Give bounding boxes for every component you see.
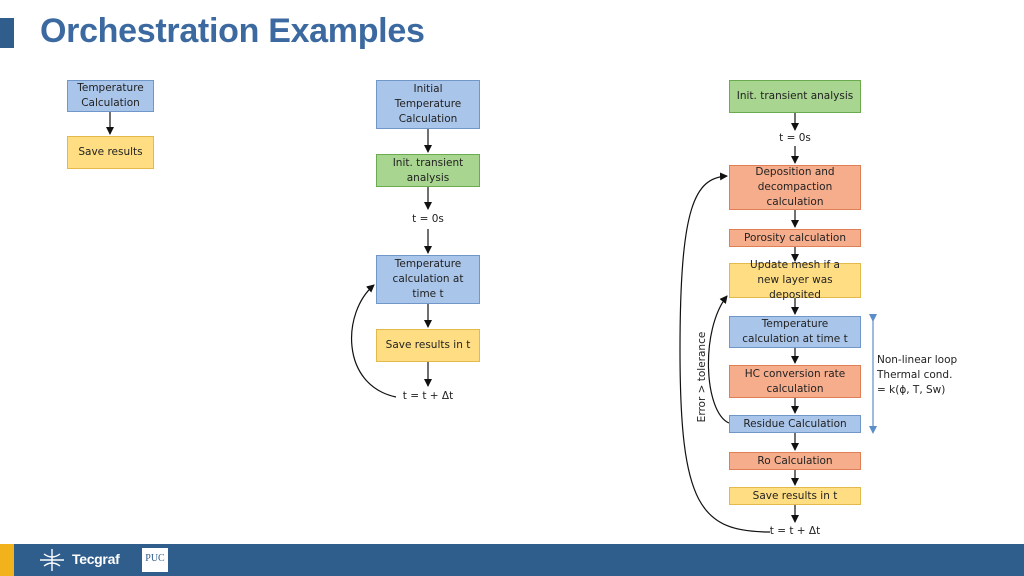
tecgraf-logo-text: Tecgraf <box>72 551 120 567</box>
d2-t-increment-label: t = t + Δt <box>402 390 454 402</box>
nonlinear-note-line-3: = k(ϕ, T, Sw) <box>877 384 946 396</box>
d3-nonlinear-note: Non-linear loop Thermal cond. = k(ϕ, T, … <box>877 353 957 398</box>
page-title: Orchestration Examples <box>40 12 425 50</box>
nonlinear-note-line-2: Thermal cond. <box>877 369 953 381</box>
d3-inner-loop-arrow <box>707 295 730 424</box>
d3-porosity-box: Porosity calculation <box>729 229 861 247</box>
tecgraf-logo-icon <box>40 549 64 571</box>
d2-t-zero-label: t = 0s <box>412 213 444 225</box>
title-accent-bar <box>0 18 14 48</box>
d2-save-results-t-box: Save results in t <box>376 329 480 362</box>
d1-temperature-calculation-box: Temperature Calculation <box>67 80 154 112</box>
d3-residue-box: Residue Calculation <box>729 415 861 433</box>
footer-accent <box>0 544 14 576</box>
puc-logo: PUC <box>142 548 168 572</box>
d3-save-results-t-box: Save results in t <box>729 487 861 505</box>
d3-error-tolerance-label: Error > tolerance <box>696 331 708 423</box>
d3-hc-conversion-box: HC conversion rate calculation <box>729 365 861 398</box>
d3-init-transient-box: Init. transient analysis <box>729 80 861 113</box>
d2-initial-temperature-box: Initial Temperature Calculation <box>376 80 480 129</box>
d2-loop-arrow <box>350 284 397 398</box>
d3-deposition-box: Deposition and decompaction calculation <box>729 165 861 210</box>
d3-t-increment-label: t = t + Δt <box>769 525 821 537</box>
d3-ro-calculation-box: Ro Calculation <box>729 452 861 470</box>
d3-temperature-time-t-box: Temperature calculation at time t <box>729 316 861 348</box>
d2-temperature-time-t-box: Temperature calculation at time t <box>376 255 480 304</box>
d3-update-mesh-box: Update mesh if a new layer was deposited <box>729 259 861 301</box>
d3-outer-loop-arrow <box>679 172 771 533</box>
nonlinear-note-line-1: Non-linear loop <box>877 354 958 366</box>
d2-init-transient-box: Init. transient analysis <box>376 154 480 187</box>
footer-bar <box>0 544 1024 576</box>
d3-t-zero-label: t = 0s <box>779 132 811 144</box>
d1-save-results-box: Save results <box>67 136 154 169</box>
